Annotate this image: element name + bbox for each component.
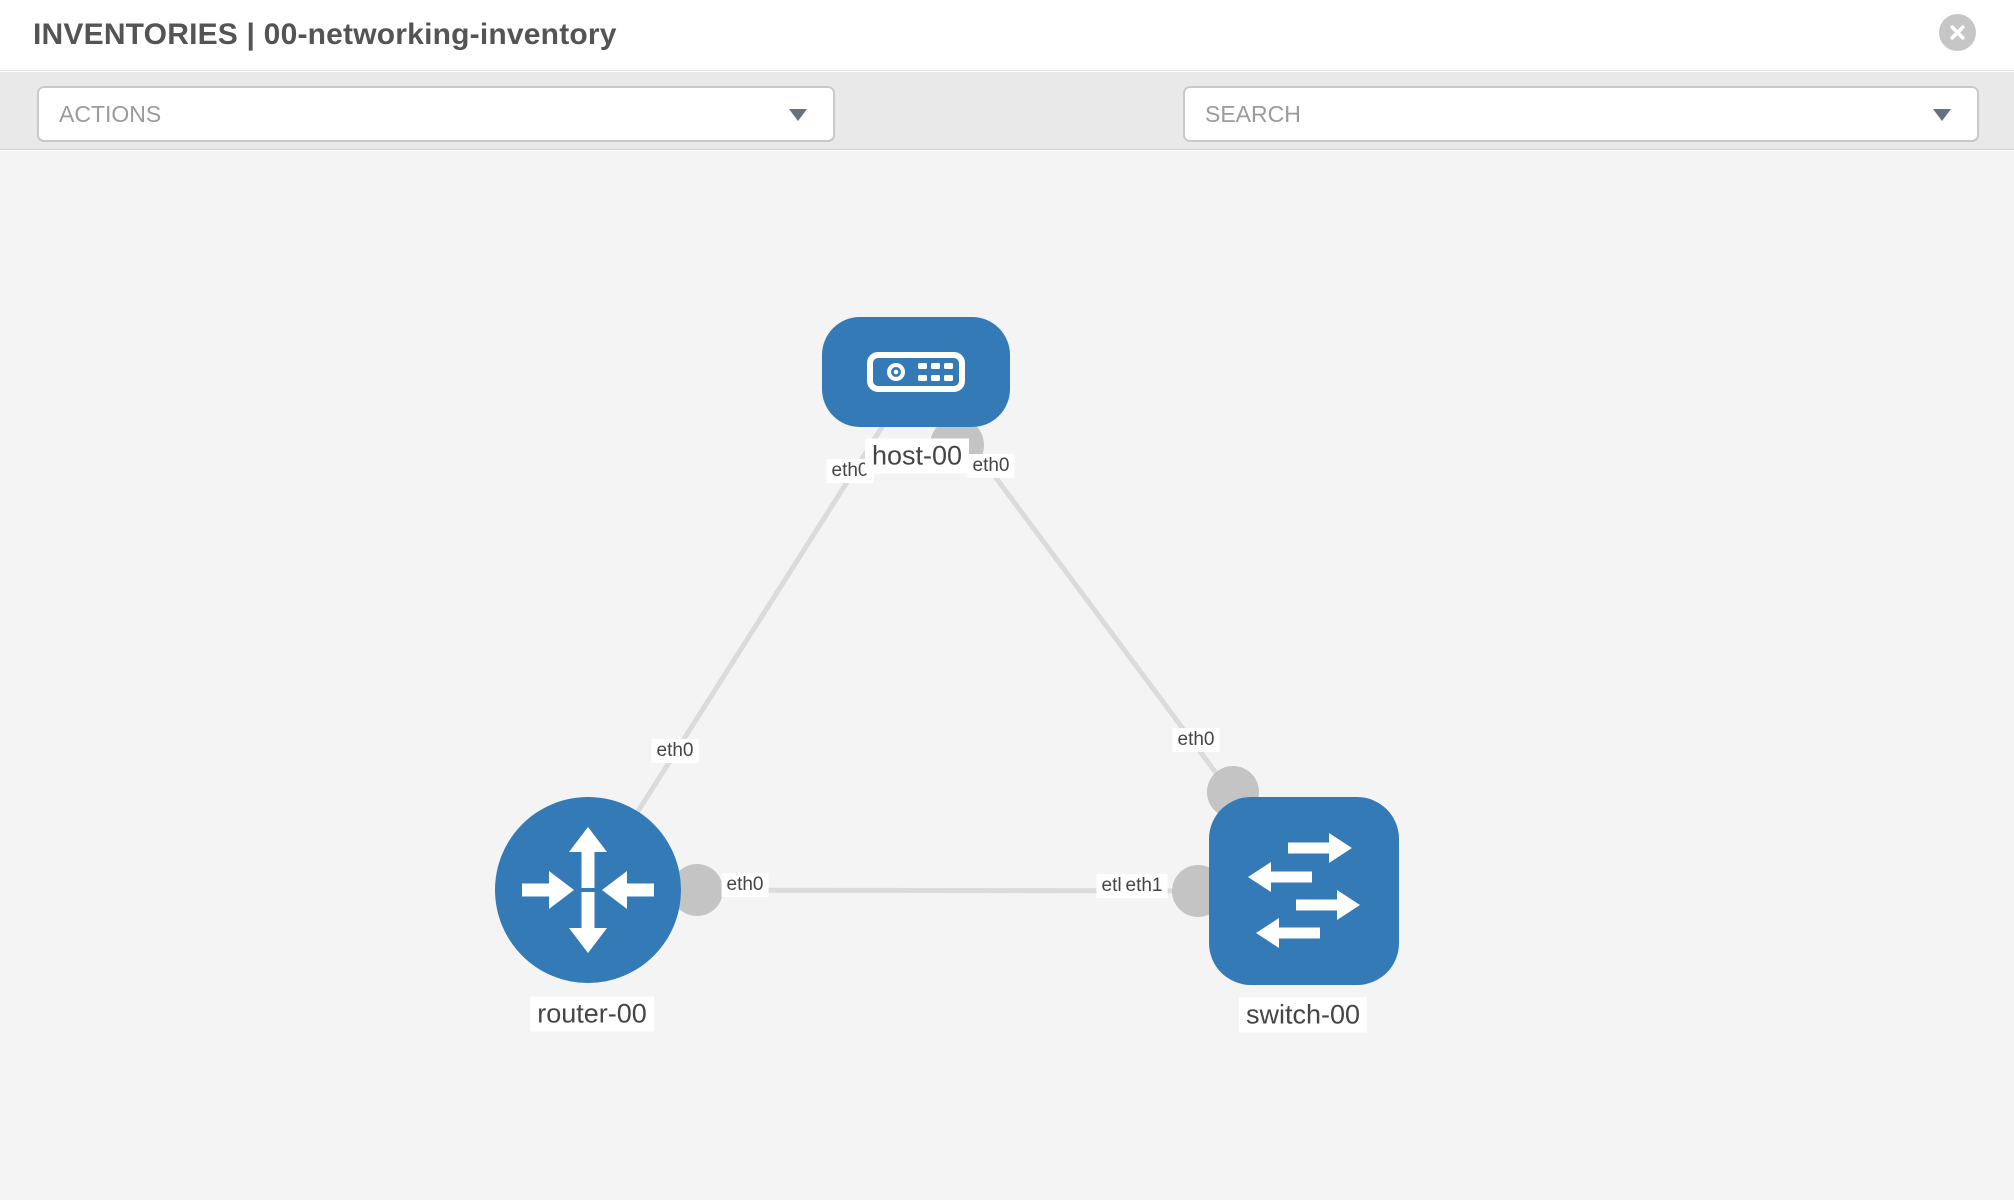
- node-switch-00[interactable]: [1209, 797, 1399, 985]
- page-title: INVENTORIES | 00-networking-inventory: [33, 18, 617, 51]
- router-icon: [522, 827, 654, 953]
- interface-label: eth0: [721, 873, 769, 897]
- chevron-down-icon: [789, 109, 807, 121]
- interface-router-right[interactable]: [671, 864, 723, 916]
- host-icon: [867, 352, 965, 392]
- node-host-00[interactable]: [822, 317, 1010, 427]
- switch-icon: [1248, 833, 1360, 948]
- node-label-host: host-00: [864, 438, 970, 474]
- actions-dropdown-label: ACTIONS: [59, 101, 162, 127]
- topology-canvas[interactable]: eth0 eth0 eth0 eth0 eth0 eth0 eth1 host-…: [0, 151, 2014, 1200]
- close-icon: [1950, 25, 1965, 40]
- node-label-router: router-00: [530, 996, 654, 1032]
- interface-label: eth0: [651, 739, 699, 763]
- node-label-switch: switch-00: [1238, 997, 1368, 1033]
- actions-dropdown[interactable]: ACTIONS: [37, 86, 835, 142]
- link-host-router[interactable]: [585, 370, 920, 892]
- node-router-00[interactable]: [495, 797, 681, 983]
- search-dropdown[interactable]: SEARCH: [1183, 86, 1979, 142]
- header: INVENTORIES | 00-networking-inventory: [0, 0, 2014, 71]
- interface-circles: [671, 418, 1259, 917]
- chevron-down-icon: [1933, 109, 1951, 121]
- close-button[interactable]: [1939, 14, 1976, 51]
- interface-label: eth1: [1120, 874, 1168, 898]
- search-dropdown-label: SEARCH: [1205, 101, 1301, 127]
- interface-label: eth0: [1172, 728, 1220, 752]
- interface-label: eth0: [967, 454, 1015, 478]
- toolbar: ACTIONS SEARCH: [0, 72, 2014, 202]
